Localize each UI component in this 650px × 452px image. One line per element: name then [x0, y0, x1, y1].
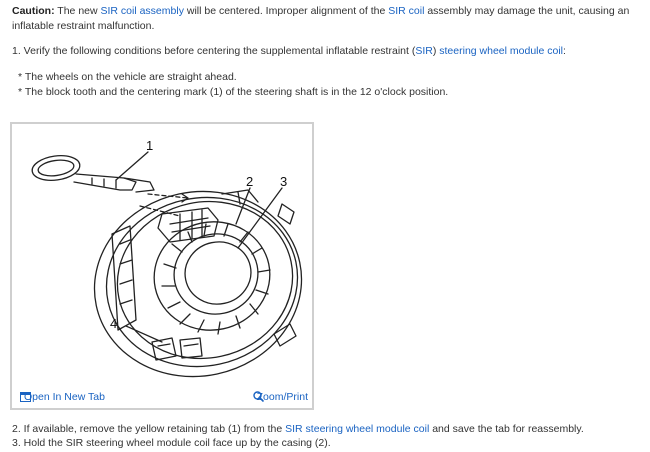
zoom-print-label: Zoom/Print [256, 391, 308, 403]
caution-label: Caution: [12, 5, 55, 17]
caution-paragraph: Caution: The new SIR coil assembly will … [12, 4, 642, 34]
open-in-new-tab-link[interactable]: Open In New Tab [20, 391, 105, 403]
step-text: 2. If available, remove the yellow retai… [12, 423, 286, 435]
step-2: 2. If available, remove the yellow retai… [12, 422, 584, 437]
open-in-new-tab-label: Open In New Tab [24, 391, 105, 403]
caution-text: The new [54, 5, 101, 17]
step-1: 1. Verify the following conditions befor… [12, 44, 566, 59]
sir-coil-illustration: 1 2 3 4 [31, 138, 303, 378]
list-item: * The wheels on the vehicle are straight… [18, 71, 237, 83]
zoom-print-link[interactable]: Zoom/Print [252, 391, 308, 403]
steering-wheel-module-coil-link[interactable]: steering wheel module coil [439, 45, 563, 57]
callout-4: 4 [110, 316, 117, 331]
figure-box: 1 2 3 4 Open In New Tab Zoom/Print [10, 122, 314, 410]
callout-3: 3 [280, 174, 287, 189]
step-text: : [563, 45, 566, 57]
step-3: 3. Hold the SIR steering wheel module co… [12, 436, 331, 451]
caution-text: assembly may damage the unit, causing an… [12, 5, 630, 32]
step-text: 1. Verify the following conditions befor… [12, 45, 416, 57]
sir-link[interactable]: SIR [415, 45, 433, 57]
condition-list: * The wheels on the vehicle are straight… [18, 70, 448, 100]
step-text: and save the tab for reassembly. [429, 423, 584, 435]
callout-1: 1 [146, 138, 153, 153]
sir-coil-assembly-link[interactable]: SIR coil assembly [100, 5, 184, 17]
sir-steering-wheel-module-coil-link[interactable]: SIR steering wheel module coil [285, 423, 430, 435]
sir-coil-link[interactable]: SIR coil [388, 5, 425, 17]
step-text: 3. Hold the SIR steering wheel module co… [12, 437, 331, 449]
figure-toolbar: Open In New Tab Zoom/Print [12, 386, 312, 408]
callout-2: 2 [246, 174, 253, 189]
caution-text: will be centered. Improper alignment of … [183, 5, 389, 17]
step-text: ) [432, 45, 440, 57]
list-item: * The block tooth and the centering mark… [18, 86, 449, 98]
